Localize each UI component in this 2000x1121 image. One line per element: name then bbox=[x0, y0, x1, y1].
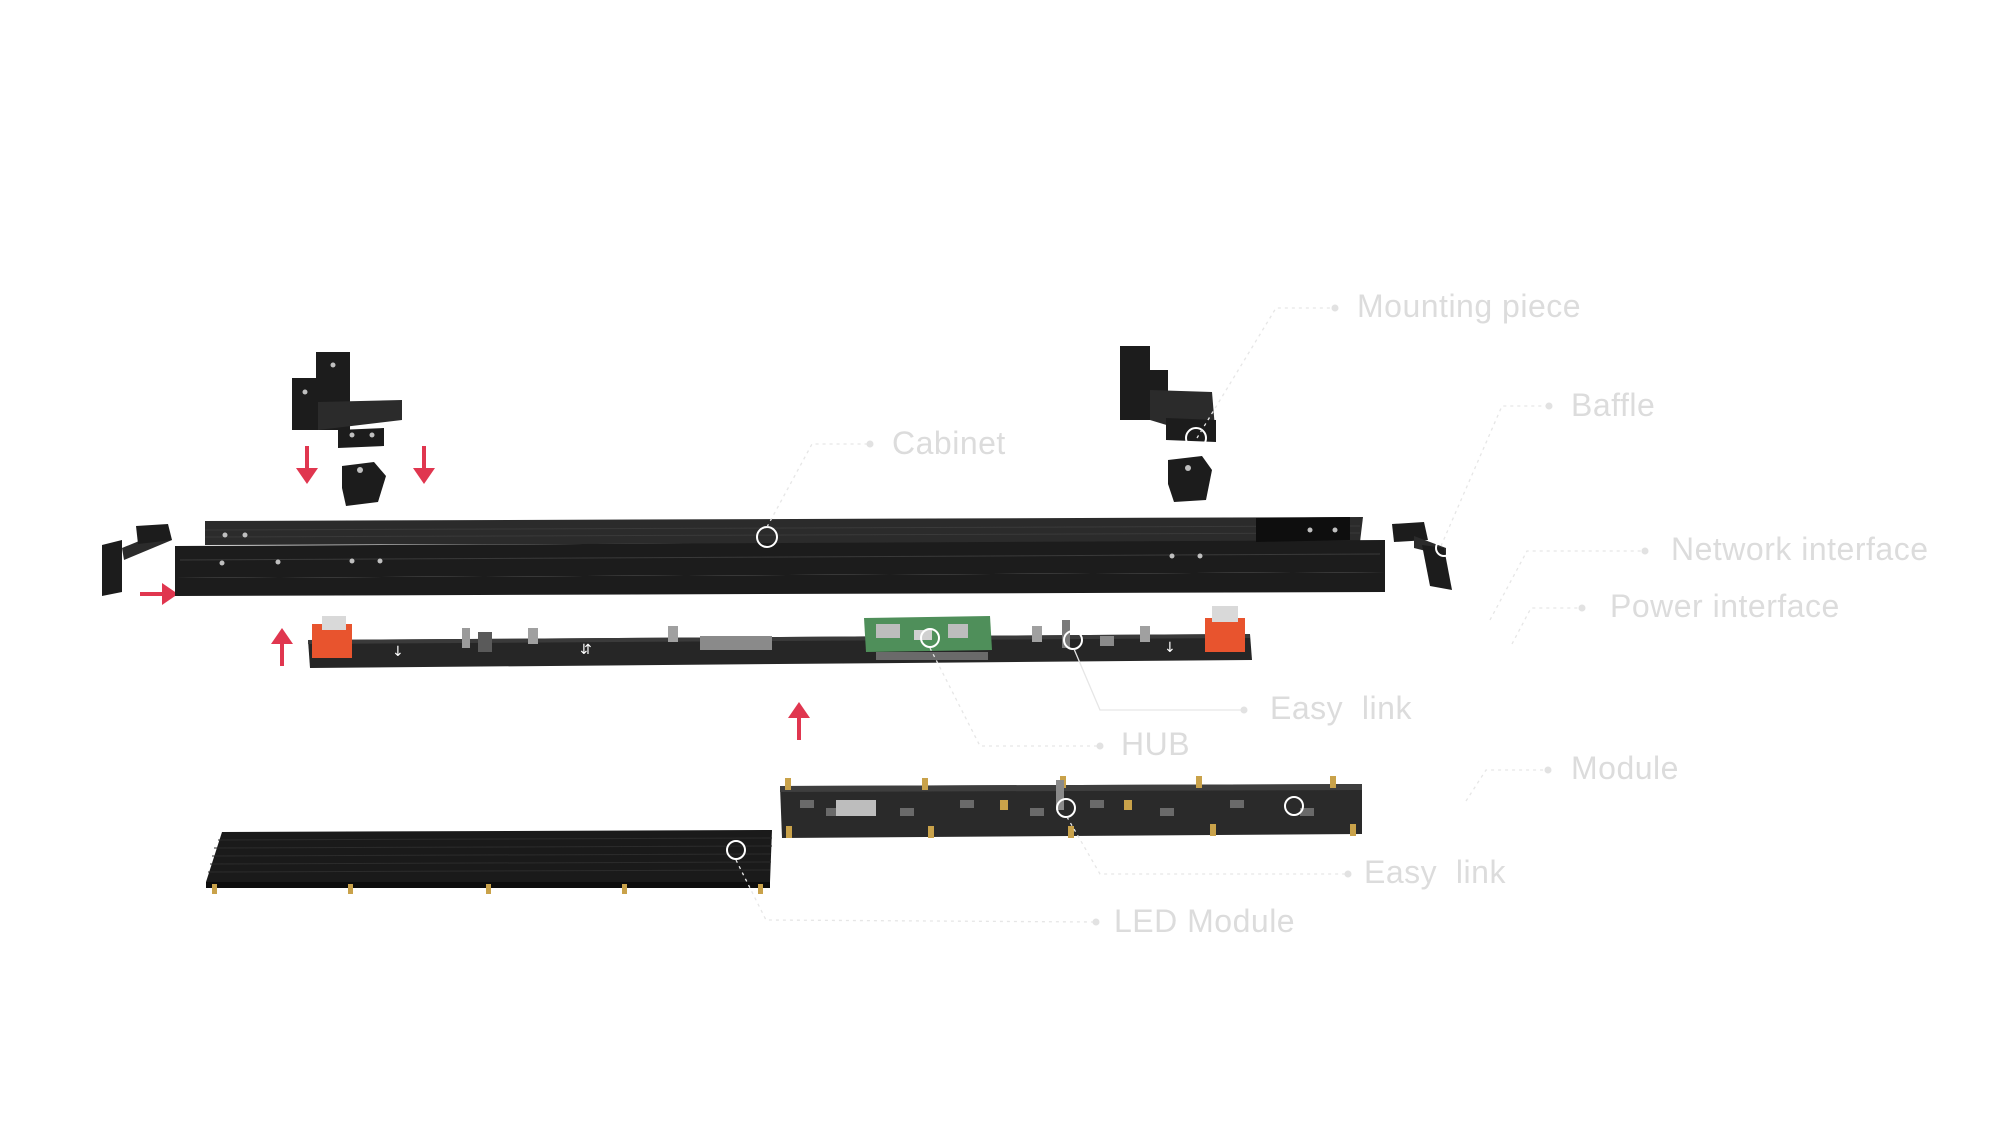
leader-lines bbox=[735, 307, 1645, 923]
label-dots bbox=[866, 304, 1649, 926]
led-module bbox=[206, 830, 773, 894]
module-pcb bbox=[780, 776, 1362, 838]
label-network-interface: Network interface bbox=[1671, 531, 1928, 567]
label-easy-link-hub: Easy link bbox=[1270, 690, 1412, 726]
label-led-module: LED Module bbox=[1114, 903, 1295, 939]
baffle-left bbox=[102, 524, 172, 596]
baffle-right bbox=[1392, 522, 1453, 590]
label-hub: HUB bbox=[1121, 726, 1190, 762]
svg-text:⇵: ⇵ bbox=[580, 642, 592, 658]
label-mounting-piece: Mounting piece bbox=[1357, 288, 1581, 324]
arrow-up-module-icon bbox=[788, 702, 810, 740]
mounting-bracket-left bbox=[292, 352, 402, 448]
mounting-clip-right bbox=[1168, 456, 1212, 502]
power-interface-connector-right bbox=[1205, 606, 1245, 652]
arrow-up-hub-board-icon bbox=[271, 628, 293, 666]
label-cabinet: Cabinet bbox=[892, 425, 1006, 461]
arrow-down-left-1-icon bbox=[296, 446, 318, 484]
arrow-right-baffle-icon bbox=[140, 583, 178, 605]
cabinet bbox=[175, 517, 1385, 596]
assembly-arrows bbox=[140, 446, 810, 740]
label-power-interface: Power interface bbox=[1610, 588, 1840, 624]
arrow-down-left-2-icon bbox=[413, 446, 435, 484]
power-interface-connector-left bbox=[312, 616, 352, 658]
label-easy-link-module: Easy link bbox=[1364, 854, 1506, 890]
label-baffle: Baffle bbox=[1571, 387, 1655, 423]
mounting-clip-left bbox=[342, 462, 386, 506]
svg-text:↓: ↓ bbox=[1164, 640, 1176, 656]
hub-board: ↓ ⇵ ↓ bbox=[308, 606, 1252, 668]
mounting-bracket-right bbox=[1120, 346, 1216, 449]
hub-module-pcb bbox=[864, 616, 992, 660]
label-module: Module bbox=[1571, 750, 1679, 786]
svg-text:↓: ↓ bbox=[392, 644, 404, 660]
